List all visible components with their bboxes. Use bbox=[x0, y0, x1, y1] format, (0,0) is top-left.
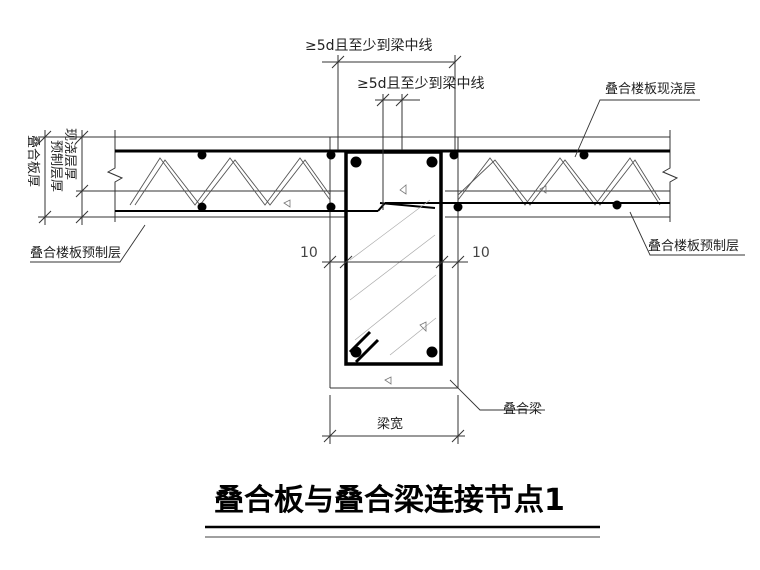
anchor-dim-mid bbox=[375, 93, 420, 210]
lattice-truss-left bbox=[129, 157, 331, 206]
ten-dims bbox=[322, 255, 468, 269]
concrete-marks bbox=[283, 184, 547, 385]
anchor-label-top: ≥5d且至少到梁中线 bbox=[305, 38, 433, 54]
slab-thickness-label: 叠合板厚 bbox=[25, 135, 40, 187]
precast-layer-label-left: 叠合楼板预制层 bbox=[30, 246, 121, 261]
dim-ten-right: 10 bbox=[472, 245, 490, 261]
cast-thickness-label: 现浇层厚 bbox=[62, 128, 77, 180]
beam-stirrup bbox=[344, 150, 443, 366]
thickness-dims bbox=[38, 130, 115, 225]
dim-ten-left: 10 bbox=[300, 245, 318, 261]
beam-hatch bbox=[349, 199, 437, 356]
anchor-label-mid: ≥5d且至少到梁中线 bbox=[357, 76, 485, 92]
leader-lines bbox=[30, 99, 745, 411]
beam-outline bbox=[329, 217, 459, 389]
rebar-dots bbox=[197, 150, 622, 358]
beam-width-label: 梁宽 bbox=[377, 416, 403, 432]
cast-layer-label: 叠合楼板现浇层 bbox=[605, 82, 696, 97]
break-lines bbox=[106, 130, 679, 222]
beam-label: 叠合梁 bbox=[503, 402, 542, 417]
lattice-truss-right bbox=[457, 157, 661, 206]
precast-layer-label-right: 叠合楼板预制层 bbox=[648, 239, 739, 254]
drawing-title: 叠合板与叠合梁连接节点1 bbox=[214, 483, 565, 518]
anchor-dim-top bbox=[322, 55, 462, 150]
precast-thickness-label: 预制层厚 bbox=[48, 140, 63, 192]
slab-bottom-rebar bbox=[115, 202, 670, 212]
beam-width-dim bbox=[322, 395, 465, 444]
